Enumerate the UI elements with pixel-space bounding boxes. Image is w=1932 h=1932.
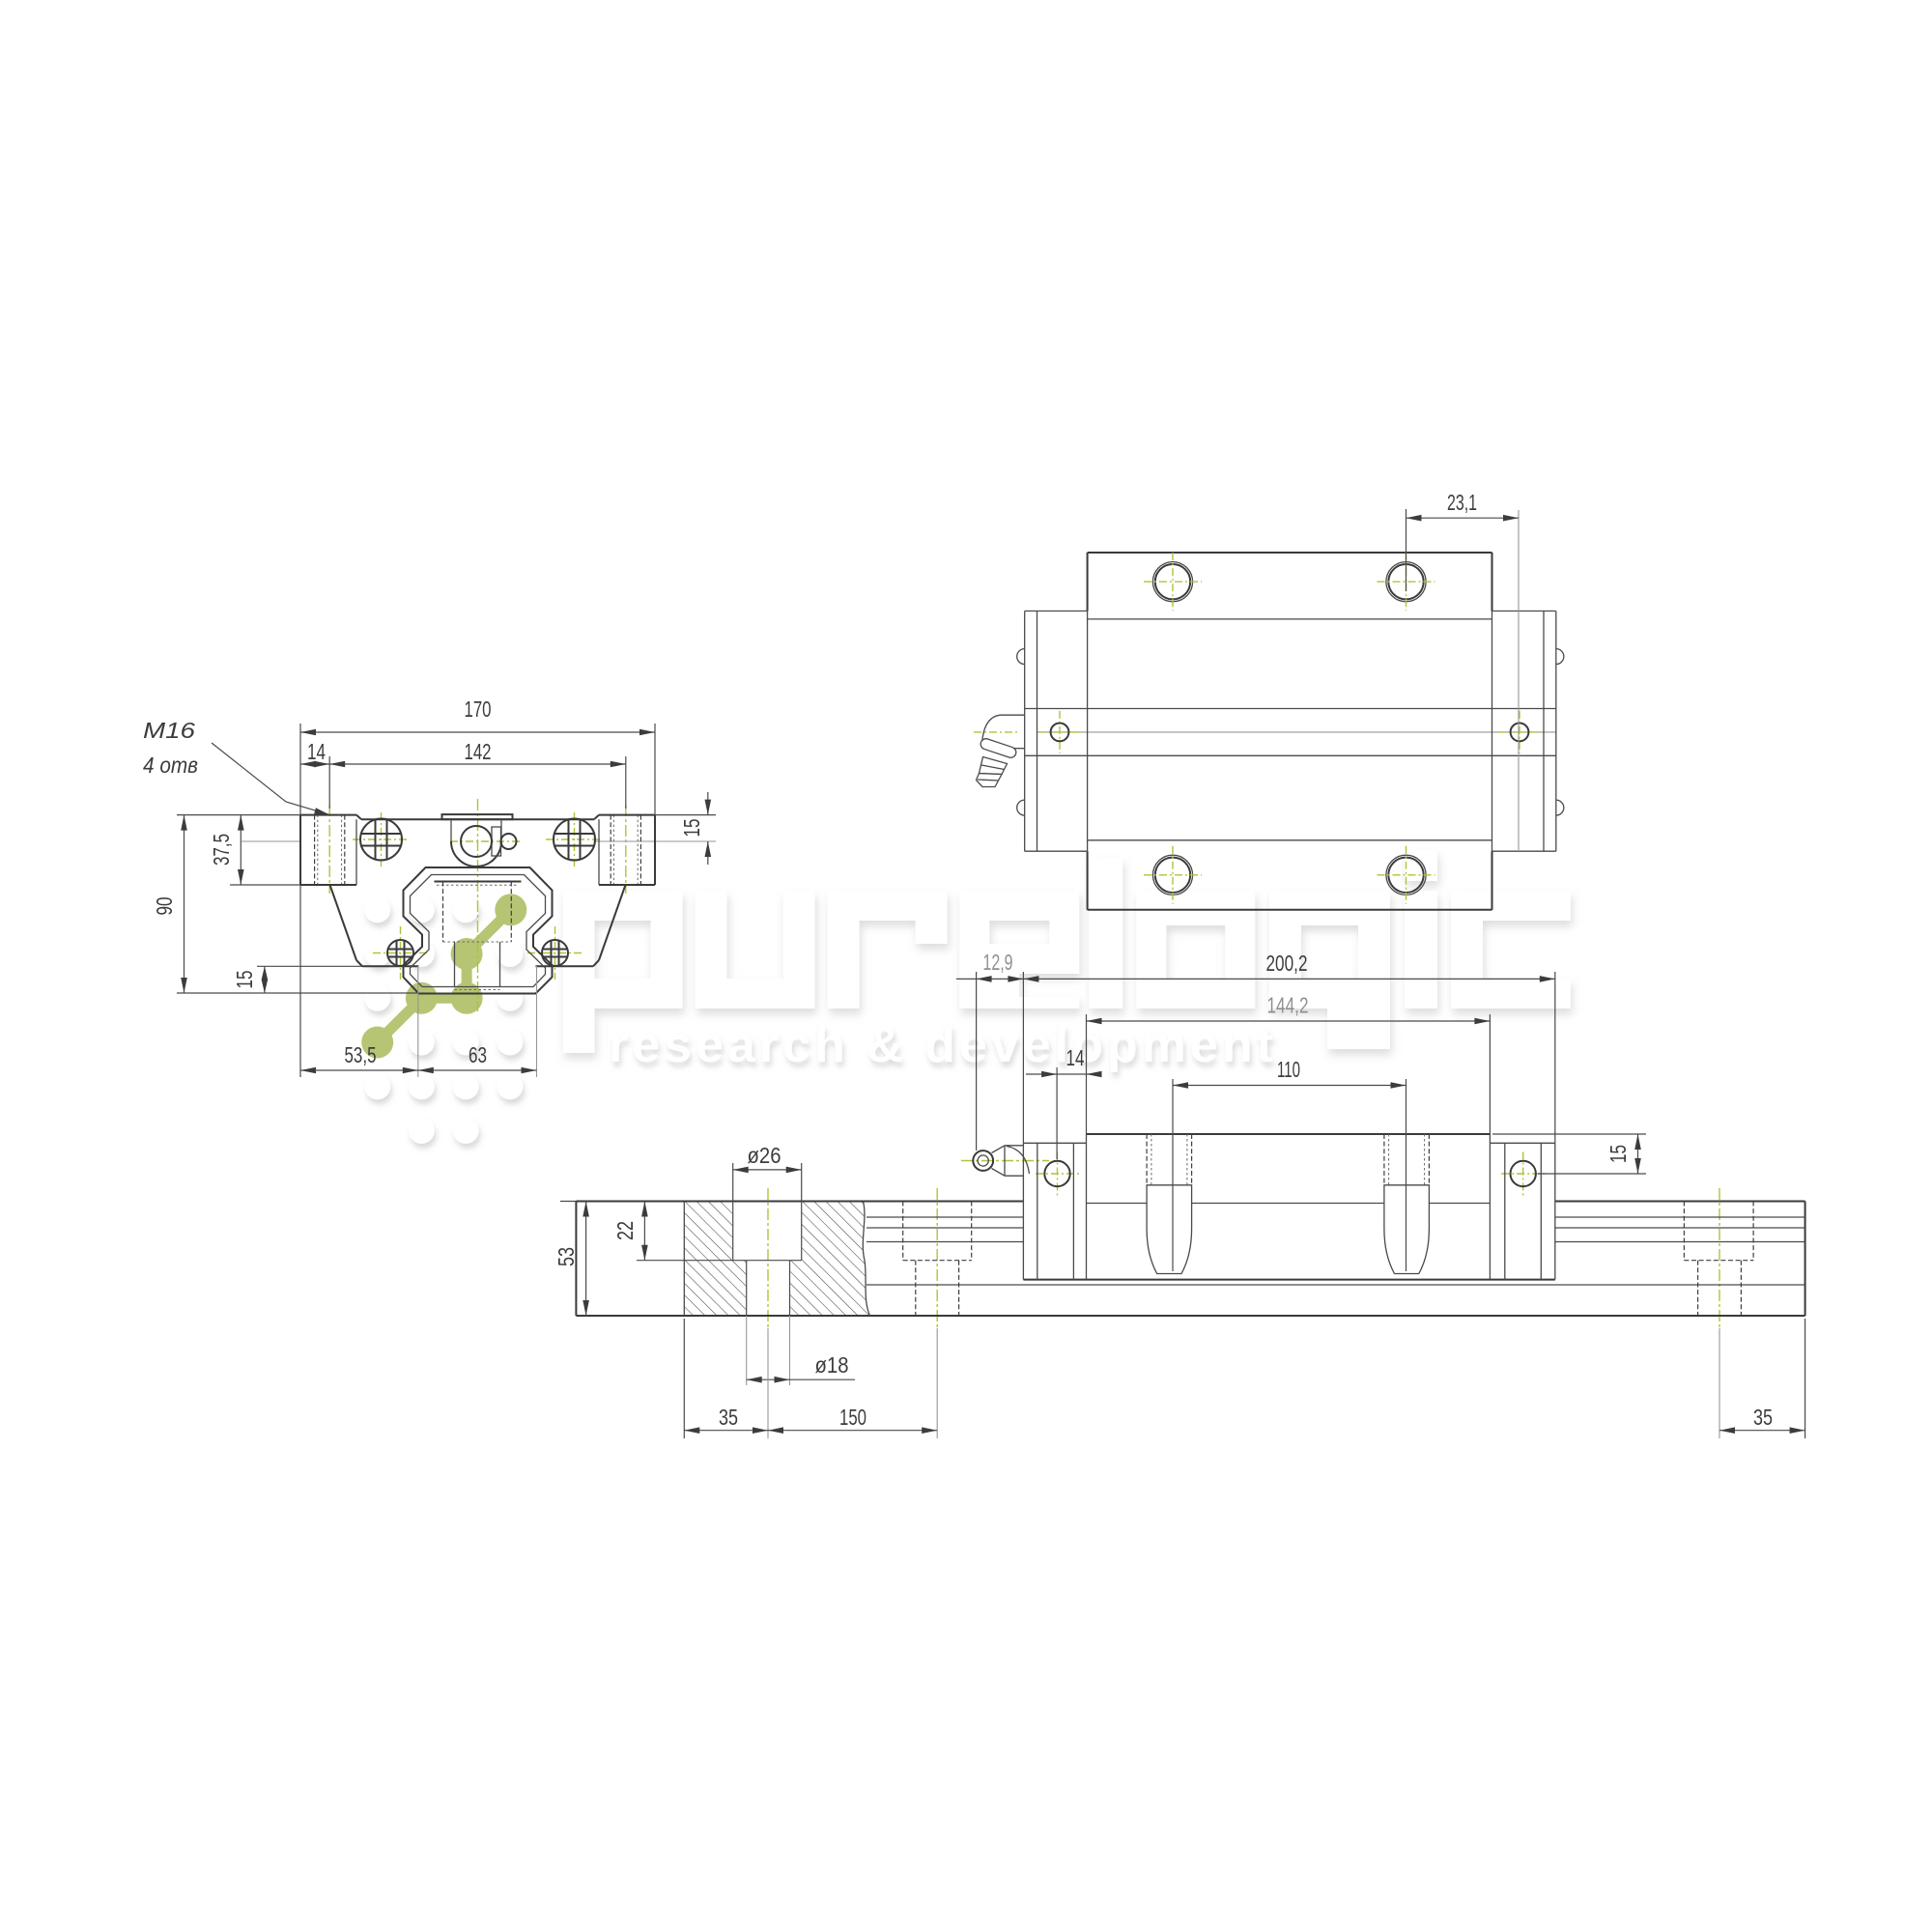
svg-text:M16: M16 bbox=[143, 718, 196, 743]
svg-text:23,1: 23,1 bbox=[1447, 490, 1477, 515]
svg-text:200,2: 200,2 bbox=[1266, 951, 1308, 976]
svg-text:144,2: 144,2 bbox=[1267, 993, 1309, 1018]
svg-text:ø26: ø26 bbox=[748, 1143, 781, 1168]
svg-text:ø18: ø18 bbox=[815, 1352, 849, 1378]
svg-text:14: 14 bbox=[1066, 1045, 1085, 1070]
svg-text:35: 35 bbox=[1753, 1405, 1773, 1430]
svg-text:37,5: 37,5 bbox=[209, 834, 234, 866]
svg-text:15: 15 bbox=[232, 971, 257, 989]
svg-text:142: 142 bbox=[465, 739, 492, 764]
svg-text:35: 35 bbox=[719, 1405, 738, 1430]
svg-text:15: 15 bbox=[1605, 1145, 1631, 1163]
svg-text:12,9: 12,9 bbox=[983, 950, 1013, 975]
svg-text:15: 15 bbox=[679, 819, 704, 838]
svg-text:53: 53 bbox=[554, 1247, 579, 1266]
svg-text:170: 170 bbox=[465, 696, 492, 722]
svg-text:63: 63 bbox=[469, 1042, 487, 1067]
svg-text:110: 110 bbox=[1277, 1057, 1300, 1082]
svg-text:150: 150 bbox=[839, 1405, 867, 1430]
svg-text:4 отв: 4 отв bbox=[143, 753, 198, 778]
svg-text:53,5: 53,5 bbox=[345, 1042, 377, 1067]
svg-text:14: 14 bbox=[307, 739, 326, 764]
svg-text:90: 90 bbox=[152, 897, 177, 916]
svg-text:research & development: research & development bbox=[609, 1017, 1277, 1073]
svg-text:22: 22 bbox=[612, 1221, 638, 1240]
